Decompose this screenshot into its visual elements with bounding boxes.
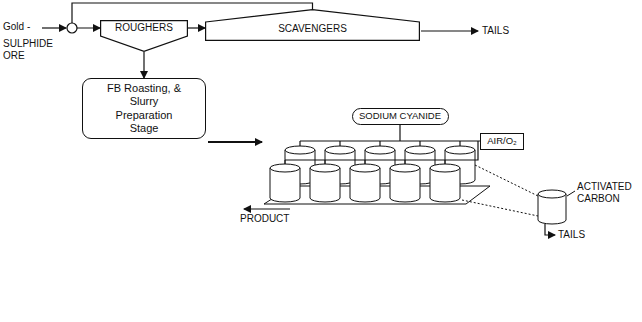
drop-pipe (339, 141, 340, 146)
stream-arrows (42, 28, 555, 235)
leach-tanks-front (270, 164, 460, 202)
tank-top (325, 146, 355, 154)
drop-pipe (285, 160, 286, 164)
flow-connector (143, 52, 144, 78)
node-text: ROUGHERS (115, 22, 173, 34)
drop-pipe (365, 160, 366, 164)
mixing-point (67, 23, 77, 33)
cell-outline (206, 10, 420, 41)
stream-label: SULPHIDE ORE (3, 38, 65, 62)
tank (310, 168, 340, 202)
tank-top (365, 146, 395, 154)
tank (270, 168, 300, 202)
tank-top (310, 164, 340, 172)
frame-rail (466, 186, 490, 204)
stream-label: PRODUCT (240, 213, 289, 225)
reagent-headers (285, 124, 480, 160)
reagent-callout: SODIUM CYANIDE (352, 108, 449, 125)
drop-pipe (419, 141, 420, 146)
drop-pipe (379, 141, 380, 146)
flotation-bank: ROUGHERS (100, 20, 188, 52)
tank (390, 168, 420, 202)
tank-top (538, 190, 566, 198)
drop-pipe (299, 141, 300, 146)
flotation-bank: SCAVENGERS (205, 9, 420, 41)
slurry-arrow (208, 141, 262, 143)
frame-rail (264, 204, 466, 205)
carbon-column (538, 190, 575, 224)
stream-label: Gold - (3, 21, 30, 33)
tank-top (430, 164, 460, 172)
process-box: FB Roasting, & Slurry Preparation Stage (82, 78, 206, 139)
tails-arrow (421, 30, 478, 31)
node-text: SCAVENGERS (278, 23, 347, 35)
tank (430, 168, 460, 202)
leader-line (399, 124, 400, 141)
tank-top (350, 164, 380, 172)
header-pipe (285, 141, 478, 160)
drop-pipe (445, 160, 446, 164)
tails-arrow (545, 224, 555, 235)
front-drops (285, 160, 445, 164)
cell-outline (101, 21, 188, 52)
node-text: AIR/O₂ (487, 135, 517, 146)
leader-line (567, 191, 575, 196)
node-text: SODIUM CYANIDE (359, 110, 441, 121)
stream-label: TAILS (482, 25, 509, 37)
tank-top (445, 146, 475, 154)
dotted-link (475, 165, 538, 196)
tank-top (285, 146, 315, 154)
drop-pipe (405, 160, 406, 164)
stream-label: ACTIVATED CARBON (577, 181, 637, 205)
stream-label: TAILS (558, 229, 585, 241)
drop-pipe (325, 160, 326, 164)
product-arrow (244, 208, 290, 209)
node-text: FB Roasting, & Slurry Preparation Stage (104, 82, 184, 135)
tank (350, 168, 380, 202)
feed-arrow (42, 27, 66, 28)
tank-top (405, 146, 435, 154)
header-pipe (300, 140, 480, 141)
tank-top (270, 164, 300, 172)
flow-connector (188, 27, 205, 28)
tank-top (390, 164, 420, 172)
drop-pipe (459, 141, 460, 146)
dotted-link (462, 200, 538, 216)
reagent-callout: AIR/O₂ (480, 133, 524, 150)
